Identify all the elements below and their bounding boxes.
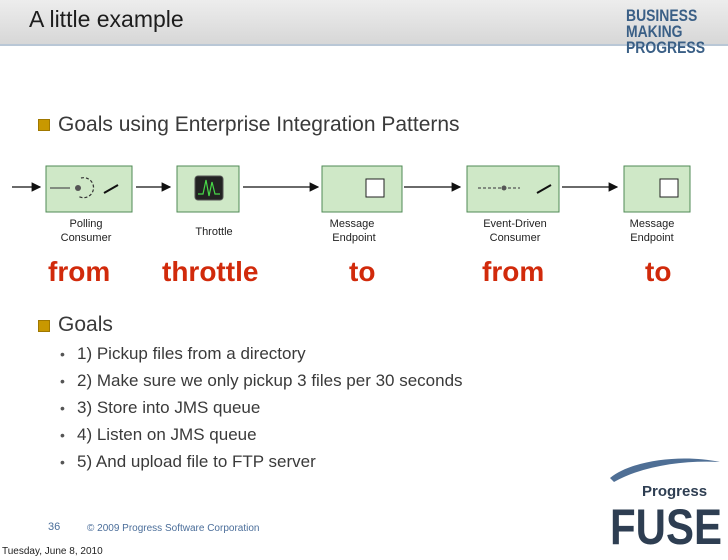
keyword-throttle: throttle — [162, 256, 259, 287]
message-endpoint-box-1 — [321, 165, 403, 213]
goal-item-3: 3) Store into JMS queue — [77, 398, 261, 417]
keyword-from-2: from — [482, 256, 545, 287]
keyword-to-1: to — [349, 256, 376, 287]
label-edc-1: Event-Driven — [483, 218, 547, 230]
bullet-eip-goals: Goals using Enterprise Integration Patte… — [58, 113, 460, 136]
polling-consumer-box — [45, 165, 133, 213]
throttle-box — [176, 165, 240, 213]
goal-item-5: 5) And upload file to FTP server — [77, 452, 316, 471]
label-msg1-2: Endpoint — [332, 232, 375, 244]
fuse-small-text: Progress — [642, 483, 707, 500]
keyword-from-1: from — [48, 256, 111, 287]
slide-title: A little example — [29, 6, 184, 32]
label-edc-2: Consumer — [490, 232, 541, 244]
message-endpoint-box-2 — [623, 165, 691, 213]
label-polling-2: Consumer — [61, 232, 112, 244]
label-msg2-1: Message — [630, 218, 675, 230]
bullet-goals: Goals — [58, 313, 113, 336]
label-msg2-2: Endpoint — [630, 232, 673, 244]
label-throttle: Throttle — [195, 226, 232, 238]
label-polling-1: Polling — [69, 218, 102, 230]
business-making-progress-logo: BUSINESS MAKING PROGRESS — [626, 6, 722, 57]
page-number: 36 — [48, 521, 61, 533]
header-bar — [0, 0, 728, 44]
label-msg1-1: Message — [330, 218, 375, 230]
sub-bullet-dot: • — [60, 427, 65, 443]
keyword-to-2: to — [645, 256, 672, 287]
logo-line-1: BUSINESS — [626, 6, 698, 25]
sub-bullet-dot: • — [60, 400, 65, 416]
sub-bullet-dot: • — [60, 346, 65, 362]
header-divider — [0, 44, 728, 46]
goal-item-2: 2) Make sure we only pickup 3 files per … — [77, 371, 463, 390]
goal-item-4: 4) Listen on JMS queue — [77, 425, 257, 444]
event-driven-consumer-box — [466, 165, 560, 213]
fuse-big-text: FUSE — [610, 499, 722, 548]
sub-bullet-dot: • — [60, 454, 65, 470]
copyright-notice: © 2009 Progress Software Corporation — [87, 523, 260, 534]
logo-line-3: PROGRESS — [626, 38, 706, 57]
bullet-square-icon — [38, 119, 50, 131]
slide-date: Tuesday, June 8, 2010 — [2, 546, 103, 557]
goal-item-1: 1) Pickup files from a directory — [77, 344, 306, 363]
eip-diagram: Polling Consumer Throttle Message Endpoi… — [12, 165, 691, 244]
bullet-square-icon — [38, 320, 50, 332]
progress-fuse-logo: Progress FUSE — [610, 458, 722, 548]
sub-bullet-dot: • — [60, 373, 65, 389]
logo-line-2: MAKING — [626, 22, 683, 41]
